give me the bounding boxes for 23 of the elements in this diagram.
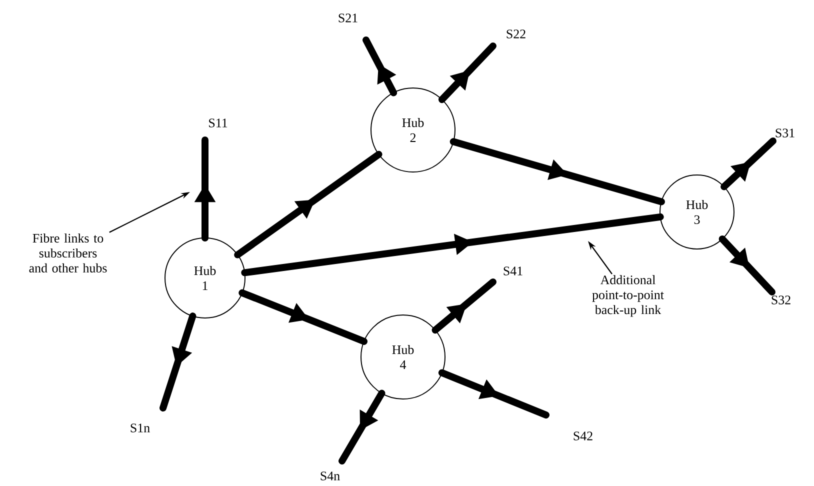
subscriber-label: S31 (776, 128, 794, 138)
link-line (338, 390, 386, 464)
subscriber-label: S22 (506, 30, 526, 38)
link-line (438, 42, 496, 104)
subscriber-label: S42 (574, 432, 592, 440)
link-line (238, 289, 368, 345)
link-line (432, 278, 496, 334)
link-line (438, 369, 550, 418)
note-text: Additional point-to-point back-up link (592, 275, 664, 317)
link-line (241, 213, 664, 276)
link-line (160, 312, 196, 412)
subscriber-label: S41 (504, 266, 522, 276)
subscriber-label: S4n (320, 472, 340, 480)
subscriber-label: S32 (772, 296, 790, 304)
note-text: Fibre links to subscribers and other hubs (29, 234, 107, 272)
subscriber-label: S21 (338, 14, 358, 22)
link-line (362, 36, 398, 96)
link-line (720, 138, 776, 190)
link-line (450, 138, 665, 206)
subscriber-label: S1n (130, 424, 150, 432)
subscriber-label: S11 (209, 118, 228, 128)
link-line (234, 150, 382, 258)
link-line (718, 235, 776, 296)
